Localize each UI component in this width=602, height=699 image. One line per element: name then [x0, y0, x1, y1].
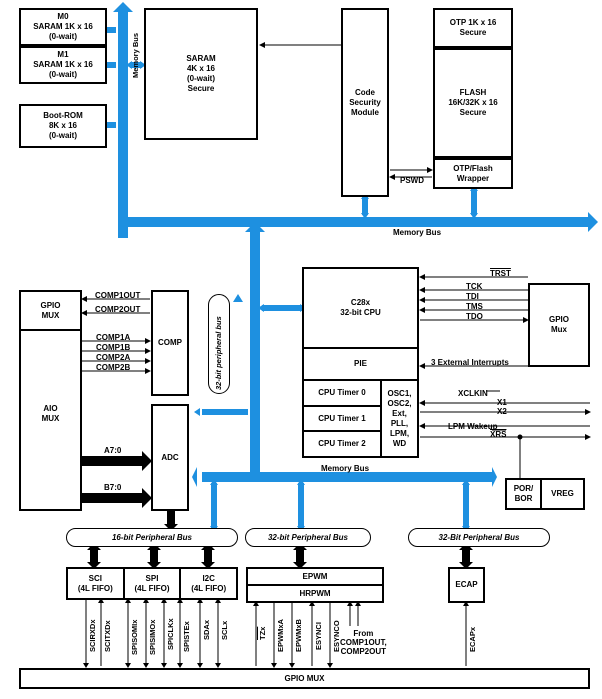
- xrs-label: XRS: [490, 430, 507, 439]
- cpu-timer0: CPU Timer 0: [304, 381, 380, 407]
- comp2b-label: COMP2B: [96, 363, 131, 372]
- epwm-label: EPWM: [248, 569, 382, 586]
- sci-box: SCI (4L FIFO): [68, 569, 125, 598]
- pin-spiclk: SPICLKx: [166, 618, 175, 650]
- x1-label: X1: [497, 398, 507, 407]
- trst-label: TRST: [490, 269, 511, 278]
- vreg-label: VREG: [551, 489, 574, 498]
- b70-label: B7:0: [104, 483, 122, 492]
- pin-epwmb: EPWMxB: [294, 619, 303, 652]
- pin-epwma: EPWMxA: [276, 619, 285, 652]
- ext-int-label: 3 External Interrupts: [431, 358, 509, 367]
- m1-saram-box: M1 SARAM 1K x 16 (0-wait): [19, 46, 107, 84]
- otp-box: OTP 1K x 16 Secure: [433, 8, 513, 48]
- saram-secure-box: SARAM 4K x 16 (0-wait) Secure: [144, 8, 258, 140]
- pie-label: PIE: [304, 349, 417, 381]
- comp-box: COMP: [151, 290, 189, 396]
- periph32-bus-a: 32-bit Peripheral Bus: [245, 528, 371, 547]
- tms-label: TMS: [466, 302, 483, 311]
- cpu-timer1: CPU Timer 1: [304, 407, 380, 433]
- comp2a-label: COMP2A: [96, 353, 131, 362]
- cpu-timer2: CPU Timer 2: [318, 439, 366, 449]
- memory-bus-horizontal-top: [118, 217, 588, 227]
- memory-bus-vertical-label: Memory Bus: [131, 32, 140, 78]
- comp1out-label: COMP1OUT: [95, 291, 141, 300]
- aio-mux-label: AIO MUX: [41, 404, 60, 423]
- tdi-label: TDI: [466, 292, 479, 301]
- adc-box: ADC: [151, 404, 189, 511]
- pin-scl: SCLx: [220, 620, 229, 640]
- pin-tz: TZx: [258, 626, 267, 640]
- hrpwm-label: HRPWM: [299, 588, 331, 598]
- gpio-aio-mux-container: GPIO MUX AIO MUX: [19, 290, 82, 511]
- periph32-bus-b: 32-Bit Peripheral Bus: [408, 528, 550, 547]
- por-bor-label: POR/ BOR: [507, 480, 542, 508]
- sci-spi-i2c-container: SCI (4L FIFO) SPI (4L FIFO) I2C (4L FIFO…: [66, 567, 238, 600]
- osc-label: OSC1, OSC2, Ext, PLL, LPM, WD: [387, 388, 412, 448]
- epwm-container: EPWM HRPWM: [246, 567, 384, 603]
- internal-bus-vertical: [250, 227, 260, 475]
- pin-sda: SDAx: [202, 619, 211, 640]
- pin-scirxd: SCIRXDx: [88, 619, 97, 652]
- gpio-mux-label: GPIO MUX: [21, 292, 80, 331]
- lpm-wakeup-label: LPM Wakeup: [448, 422, 498, 431]
- ecap-box: ECAP: [448, 567, 485, 603]
- cpu-label: C28x 32-bit CPU: [304, 269, 417, 349]
- pin-spisomi: SPISOMIx: [130, 619, 139, 655]
- boot-rom-box: Boot-ROM 8K x 16 (0-wait): [19, 104, 107, 148]
- pin-spiste: SPISTEx: [182, 621, 191, 652]
- gpio-mux-right-box: GPIO Mux: [528, 283, 590, 367]
- gpio-mux-bottom-box: GPIO MUX: [19, 668, 590, 689]
- code-security-module-box: Code Security Module: [341, 8, 389, 197]
- memory-bus-vertical: [118, 10, 128, 238]
- pin-esynci: ESYNCI: [314, 622, 323, 650]
- pin-scitxd: SCITXDx: [103, 620, 112, 652]
- cpu-complex: C28x 32-bit CPU PIE CPU Timer 0 CPU Time…: [302, 267, 419, 458]
- periph32-vertical-pill: [208, 294, 230, 394]
- flash-box: FLASH 16K/32K x 16 Secure: [433, 48, 513, 158]
- tdo-label: TDO: [466, 312, 483, 321]
- pswd-label: PSWD: [400, 176, 424, 185]
- periph32-vertical-label: 32-bit peripheral bus: [214, 316, 223, 390]
- tck-label: TCK: [466, 282, 483, 291]
- i2c-box: I2C (4L FIFO): [191, 573, 227, 593]
- comp1b-label: COMP1B: [96, 343, 131, 352]
- comp2out-label: COMP2OUT: [95, 305, 141, 314]
- otp-flash-wrapper-box: OTP/Flash Wrapper: [433, 158, 513, 189]
- pin-from-comp: From COMP1OUT, COMP2OUT: [340, 629, 387, 656]
- xclkin-label: XCLKIN: [458, 389, 488, 398]
- x2-label: X2: [497, 407, 507, 416]
- memory-bus-mid-label: Memory Bus: [321, 464, 370, 473]
- a70-label: A7:0: [104, 446, 122, 455]
- memory-bus-horizontal-mid: [202, 472, 492, 482]
- spi-box: SPI (4L FIFO): [125, 569, 182, 598]
- memory-bus-top-label: Memory Bus: [393, 228, 442, 237]
- por-vreg-container: POR/ BOR VREG: [505, 478, 585, 510]
- comp1a-label: COMP1A: [96, 333, 131, 342]
- m0-saram-box: M0 SARAM 1K x 16 (0-wait): [19, 8, 107, 46]
- periph16-bus: 16-bit Peripheral Bus: [66, 528, 238, 547]
- pin-ecap: ECAPx: [468, 626, 477, 652]
- pin-spisimo: SPISIMOx: [148, 619, 157, 655]
